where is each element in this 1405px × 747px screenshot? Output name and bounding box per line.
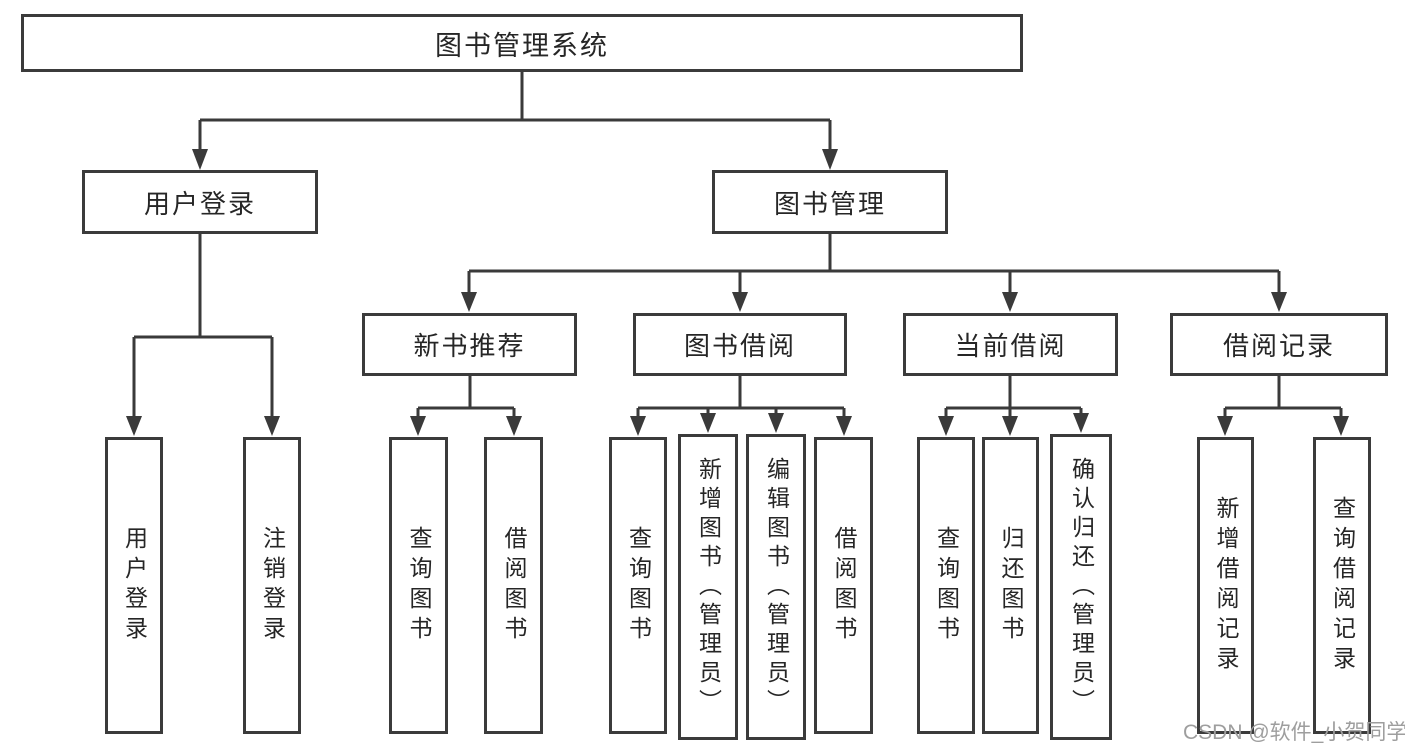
leaf-borrow-books-borrowing-label: 借阅图书 [831, 525, 857, 646]
leaf-logout-login-label: 注销登录 [259, 525, 286, 646]
leaf-query-books-borrowing: 查询图书 [609, 437, 667, 734]
watermark: CSDN @软件_小贺同学 [1183, 721, 1405, 744]
leaf-query-borrow-record-label: 查询借阅记录 [1329, 495, 1356, 676]
node-new-book-recommendation-label: 新书推荐 [413, 331, 526, 361]
leaf-logout-login: 注销登录 [243, 437, 301, 734]
node-book-borrowing: 图书借阅 [633, 313, 847, 376]
leaf-query-books-borrowing-label: 查询图书 [625, 525, 652, 646]
leaf-query-books-current-label: 查询图书 [933, 525, 960, 646]
node-borrowing-records-label: 借阅记录 [1222, 331, 1335, 361]
node-new-book-recommendation: 新书推荐 [362, 313, 577, 376]
leaf-query-borrow-record: 查询借阅记录 [1313, 437, 1371, 734]
node-current-borrowing: 当前借阅 [903, 313, 1118, 376]
node-book-management: 图书管理 [712, 170, 948, 234]
leaf-query-books-recommend-label: 查询图书 [406, 525, 432, 646]
leaf-query-books-current: 查询图书 [917, 437, 975, 734]
leaf-borrow-books-recommend: 借阅图书 [484, 437, 543, 734]
node-borrowing-records: 借阅记录 [1170, 313, 1388, 376]
node-library-system: 图书管理系统 [21, 14, 1023, 72]
leaf-add-books-admin-label: 新增图书（管理员） [695, 456, 722, 718]
leaf-confirm-return-admin: 确认归还（管理员） [1050, 434, 1112, 740]
node-book-management-label: 图书管理 [773, 188, 886, 219]
leaf-add-borrow-record-label: 新增借阅记录 [1213, 495, 1239, 676]
leaf-borrow-books-borrowing: 借阅图书 [814, 437, 873, 734]
leaf-query-books-recommend: 查询图书 [389, 437, 448, 734]
leaf-return-books-label: 归还图书 [998, 525, 1024, 646]
leaf-add-borrow-record: 新增借阅记录 [1197, 437, 1254, 734]
leaf-edit-books-admin: 编辑图书（管理员） [746, 434, 806, 740]
leaf-confirm-return-admin-label: 确认归还（管理员） [1068, 456, 1095, 718]
leaf-user-login-label: 用户登录 [121, 525, 148, 646]
node-user-login-label: 用户登录 [143, 188, 256, 219]
leaf-borrow-books-recommend-label: 借阅图书 [501, 525, 527, 646]
node-user-login: 用户登录 [82, 170, 318, 234]
node-library-system-label: 图书管理系统 [435, 30, 609, 61]
leaf-return-books: 归还图书 [982, 437, 1039, 734]
node-book-borrowing-label: 图书借阅 [683, 331, 796, 361]
leaf-add-books-admin: 新增图书（管理员） [678, 434, 738, 740]
leaf-user-login: 用户登录 [105, 437, 163, 734]
leaf-edit-books-admin-label: 编辑图书（管理员） [763, 456, 790, 718]
node-current-borrowing-label: 当前借阅 [954, 331, 1067, 361]
